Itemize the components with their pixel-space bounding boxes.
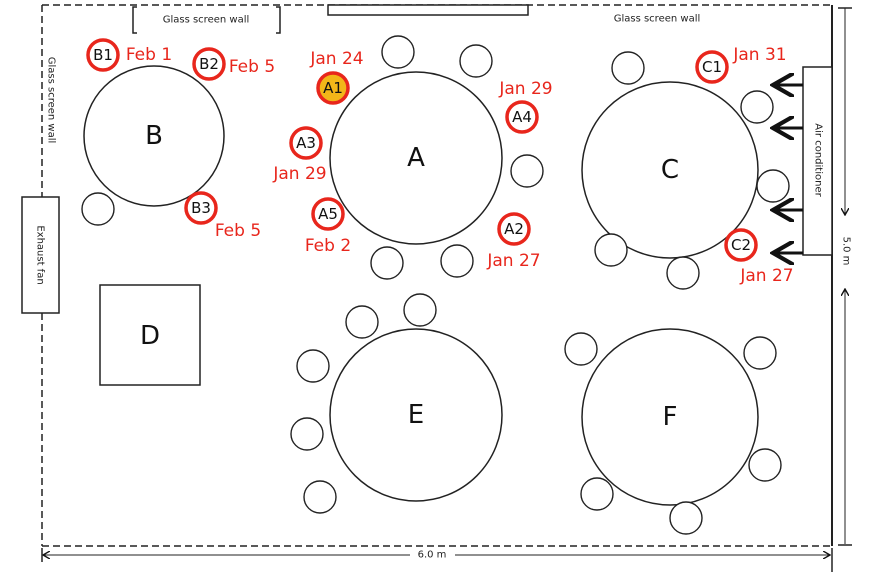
table-label-b: B bbox=[145, 121, 163, 151]
chair bbox=[345, 305, 379, 339]
case-date-a2: Jan 27 bbox=[486, 251, 540, 271]
glass-screen-bracket bbox=[132, 6, 281, 34]
table-e bbox=[329, 328, 503, 502]
chair bbox=[290, 417, 324, 451]
chair bbox=[381, 35, 415, 69]
height-dimension: 5.0 m bbox=[841, 237, 852, 266]
case-date-b1: Feb 1 bbox=[126, 45, 172, 65]
case-seat-a2: A2 bbox=[497, 212, 531, 246]
chair bbox=[81, 192, 115, 226]
case-date-a3: Jan 29 bbox=[272, 164, 326, 184]
chair bbox=[510, 154, 544, 188]
chair bbox=[669, 501, 703, 535]
table-f bbox=[581, 328, 759, 506]
svg-text:C2: C2 bbox=[731, 236, 751, 254]
glass-wall-label-top: Glass screen wall bbox=[163, 15, 250, 26]
chair bbox=[756, 169, 790, 203]
chair bbox=[403, 293, 437, 327]
svg-text:B2: B2 bbox=[199, 55, 219, 73]
svg-text:A4: A4 bbox=[512, 108, 532, 126]
svg-text:B3: B3 bbox=[191, 199, 211, 217]
air-conditioner-label: Air conditioner bbox=[813, 123, 824, 197]
chair bbox=[440, 244, 474, 278]
air-conditioner bbox=[802, 66, 833, 256]
exhaust-fan-label: Exhaust fan bbox=[35, 225, 46, 284]
case-seat-a1: A1 bbox=[316, 71, 350, 105]
glass-wall-label-left: Glass screen wall bbox=[46, 57, 57, 144]
svg-text:C1: C1 bbox=[702, 58, 722, 76]
case-date-b2: Feb 5 bbox=[229, 57, 275, 77]
airflow-arrows bbox=[776, 85, 803, 253]
table-b bbox=[83, 65, 225, 207]
case-seat-a5: A5 bbox=[311, 197, 345, 231]
case-seat-a3: A3 bbox=[289, 126, 323, 160]
walls bbox=[21, 4, 833, 547]
dimension-lines bbox=[41, 7, 852, 572]
case-seat-b1: B1 bbox=[86, 38, 120, 72]
case-seat-b2: B2 bbox=[192, 47, 226, 81]
chair bbox=[564, 332, 598, 366]
chair bbox=[748, 448, 782, 482]
case-seat-c2: C2 bbox=[724, 228, 758, 262]
case-date-c1: Jan 31 bbox=[732, 45, 786, 65]
case-seat-b3: B3 bbox=[184, 191, 218, 225]
chair bbox=[594, 233, 628, 267]
case-seat-c1: C1 bbox=[695, 50, 729, 84]
chair bbox=[740, 90, 774, 124]
case-date-b3: Feb 5 bbox=[215, 221, 261, 241]
chair bbox=[743, 336, 777, 370]
glass-wall-label-top-right: Glass screen wall bbox=[614, 14, 701, 25]
exhaust-fan bbox=[21, 196, 60, 314]
table-d bbox=[99, 284, 201, 386]
empty-chairs bbox=[81, 35, 790, 535]
table-a bbox=[329, 71, 503, 245]
top-window bbox=[327, 4, 529, 16]
case-seat-a4: A4 bbox=[505, 100, 539, 134]
case-date-c2: Jan 27 bbox=[739, 266, 793, 286]
table-c bbox=[581, 81, 759, 259]
svg-text:A1: A1 bbox=[323, 79, 343, 97]
chair bbox=[611, 51, 645, 85]
svg-text:A3: A3 bbox=[296, 134, 316, 152]
chair bbox=[296, 349, 330, 383]
case-date-a4: Jan 29 bbox=[498, 79, 552, 99]
chair bbox=[370, 246, 404, 280]
table-label-d: D bbox=[140, 321, 160, 351]
chair bbox=[303, 480, 337, 514]
table-label-f: F bbox=[663, 402, 678, 432]
chair bbox=[666, 256, 700, 290]
width-dimension: 6.0 m bbox=[418, 550, 447, 561]
case-date-a1: Jan 24 bbox=[309, 49, 363, 69]
svg-text:A5: A5 bbox=[318, 205, 338, 223]
svg-text:B1: B1 bbox=[93, 46, 113, 64]
svg-text:A2: A2 bbox=[504, 220, 524, 238]
chair bbox=[580, 477, 614, 511]
table-label-c: C bbox=[661, 155, 679, 185]
case-date-a5: Feb 2 bbox=[305, 236, 351, 256]
table-label-a: A bbox=[407, 143, 425, 173]
chair bbox=[459, 44, 493, 78]
table-label-e: E bbox=[408, 400, 424, 430]
